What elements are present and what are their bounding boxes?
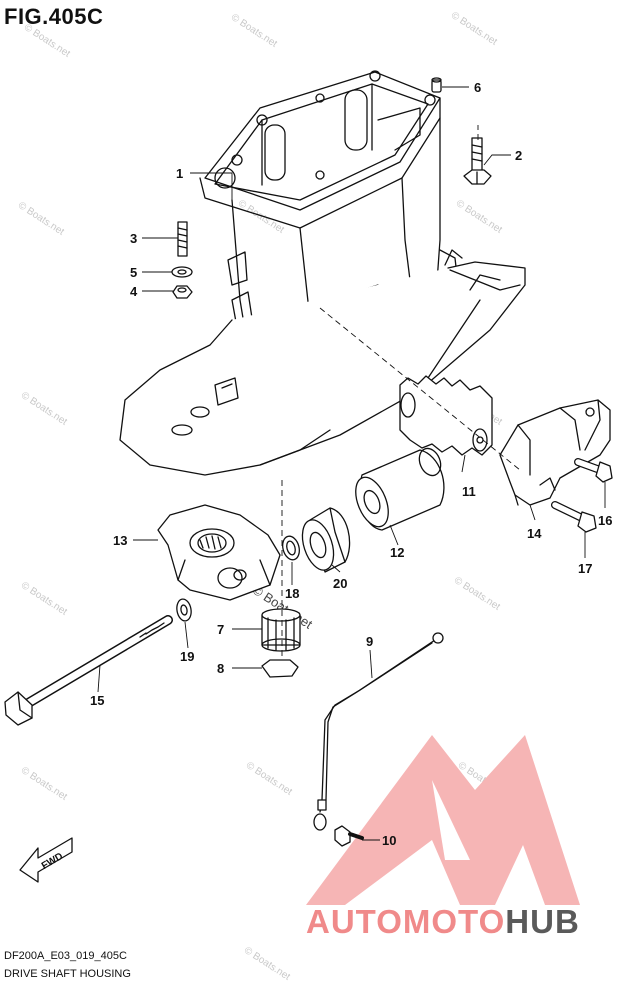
fwd-arrow-badge — [19, 837, 73, 883]
callout-9: 9 — [366, 634, 373, 649]
callout-18: 18 — [285, 586, 299, 601]
leader-line — [529, 504, 536, 521]
callout-4: 4 — [130, 284, 138, 299]
callout-5: 5 — [130, 265, 137, 280]
washer-19 — [176, 598, 192, 622]
leader-line — [461, 454, 466, 473]
mount-bolt-17 — [551, 501, 597, 533]
long-bolt — [4, 615, 173, 726]
housing-bolt — [463, 137, 492, 185]
callout-11: 11 — [462, 484, 476, 499]
ground-wire — [313, 632, 444, 831]
o-ring — [282, 535, 300, 561]
leader-line — [483, 154, 511, 166]
callout-14: 14 — [527, 526, 542, 541]
leader-line — [389, 524, 399, 546]
mount-cylinder — [355, 447, 445, 531]
figure-title: FIG.405C — [4, 4, 104, 29]
mount-bracket — [499, 399, 611, 506]
callout-17: 17 — [578, 561, 592, 576]
drive-shaft-housing — [119, 70, 526, 476]
washer — [171, 266, 193, 278]
leader-line — [369, 649, 373, 679]
callout-10: 10 — [382, 833, 396, 848]
callout-6: 6 — [474, 80, 481, 95]
callout-12: 12 — [390, 545, 404, 560]
leader-line — [97, 664, 101, 693]
center-line — [319, 307, 521, 471]
automotohub-logo-text: AUTOMOTOHUB — [306, 903, 580, 941]
logo-text-accent: AUTOMOTO — [306, 903, 506, 940]
callout-1: 1 — [176, 166, 183, 181]
figure-name: DRIVE SHAFT HOUSING — [4, 968, 131, 980]
callout-19: 19 — [180, 649, 194, 664]
callout-2: 2 — [515, 148, 522, 163]
lock-plate — [261, 659, 299, 678]
automotohub-logo-mark — [306, 735, 580, 905]
figure-code: DF200A_E03_019_405C — [4, 950, 127, 962]
nut — [172, 285, 193, 299]
callout-15: 15 — [90, 693, 104, 708]
logo-text-dark: HUB — [505, 903, 580, 940]
mount-bolt-16 — [574, 458, 613, 483]
callout-13: 13 — [113, 533, 127, 548]
callout-8: 8 — [217, 661, 224, 676]
callout-3: 3 — [130, 231, 137, 246]
stud-bolt — [177, 221, 188, 257]
lower-nut — [261, 608, 301, 652]
grommet-seal — [301, 507, 351, 573]
leader-line — [331, 564, 341, 573]
lower-mount-housing — [157, 504, 281, 601]
callout-7: 7 — [217, 622, 224, 637]
dowel-pin — [431, 77, 442, 93]
callout-20: 20 — [333, 576, 347, 591]
leader-line — [190, 172, 233, 200]
rubber-mount — [399, 375, 493, 456]
leader-line — [184, 621, 189, 649]
ground-screw — [334, 825, 364, 847]
callout-16: 16 — [598, 513, 612, 528]
